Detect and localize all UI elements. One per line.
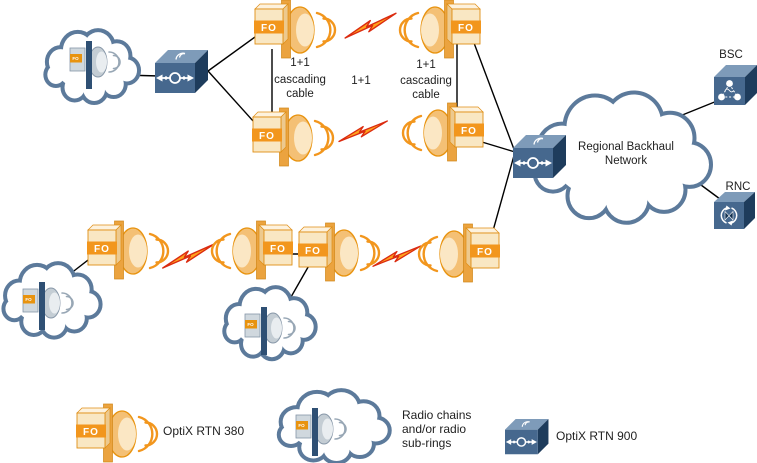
fo-labels: FO FO FO FO FO FO FO FO FO FO FO FO FO	[25, 23, 493, 438]
link-p2top-rtn900b	[467, 26, 516, 153]
fo-label: FO	[270, 244, 286, 255]
link-chain3-cloud3	[290, 261, 312, 298]
rtn900-node-b	[512, 134, 567, 179]
legend-rtn380-label: OptiX RTN 380	[163, 424, 244, 438]
regional-backhaul-label-line2: Network	[605, 155, 647, 167]
microwave-hop-3	[161, 243, 216, 269]
bsc-node	[713, 64, 757, 106]
rnc-label: RNC	[726, 181, 751, 193]
fo-label: FO	[305, 246, 321, 257]
microwave-hop-1	[343, 12, 398, 39]
cascading-cable-label-1-line2: cascading	[274, 74, 326, 86]
legend-radio-chains-line3: sub-rings	[402, 436, 451, 450]
fo-label-small: FO	[247, 322, 254, 327]
fo-label: FO	[94, 244, 110, 255]
rtn900-node-a	[154, 49, 209, 94]
microwave-hop-2	[338, 120, 389, 143]
fo-label-small: FO	[298, 423, 305, 428]
fo-label: FO	[83, 427, 99, 438]
fo-label: FO	[477, 247, 493, 258]
regional-backhaul-label-line1: Regional Backhaul	[578, 141, 674, 153]
cascading-cable-label-1-line1: 1+1	[290, 57, 310, 69]
fo-label-small: FO	[72, 56, 79, 61]
microwave-hop-4	[372, 245, 422, 267]
diagram-labels: 1+1 cascading cable 1+1 1+1 cascading ca…	[274, 49, 750, 193]
legend-rtn900-label: OptiX RTN 900	[556, 429, 637, 443]
fo-label-small: FO	[25, 297, 32, 302]
cascading-cable-label-1-line3: cable	[286, 88, 314, 100]
legend: OptiX RTN 380 Radio chains and/or radio …	[163, 408, 637, 450]
fo-label: FO	[461, 126, 477, 137]
fo-label: FO	[458, 23, 474, 34]
cascading-cable-label-2-line1: 1+1	[416, 59, 436, 71]
bsc-label: BSC	[719, 49, 743, 61]
fo-label: FO	[261, 23, 277, 34]
rnc-node	[713, 191, 756, 230]
legend-radio-chains-line1: Radio chains	[402, 408, 471, 422]
legend-rtn900-icon	[504, 418, 550, 455]
cascading-cable-label-2-line2: cascading	[400, 75, 452, 87]
legend-radio-chains-line2: and/or radio	[402, 422, 466, 436]
one-plus-one-label: 1+1	[351, 75, 371, 87]
fo-label: FO	[259, 131, 275, 142]
cascading-cable-label-2-line3: cable	[412, 89, 440, 101]
